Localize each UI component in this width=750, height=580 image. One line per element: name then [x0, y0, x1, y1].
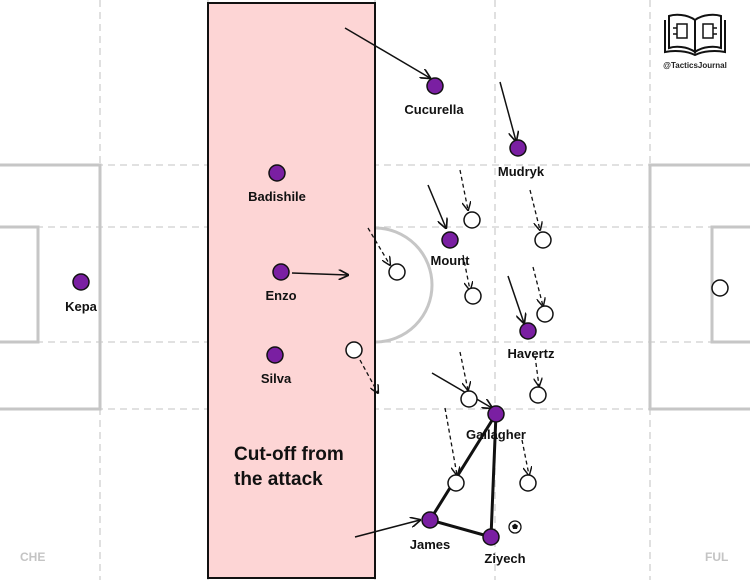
label-james: James: [409, 537, 451, 552]
label-badishile: Badishile: [248, 189, 306, 204]
brand-handle: @TacticsJournal: [663, 61, 727, 70]
team-label-right: FUL: [705, 550, 729, 564]
zone-caption-line-1: Cut-off from: [234, 444, 344, 465]
passing-triangle: [427, 408, 498, 539]
book-goal-icon: [664, 13, 726, 57]
player-badishile: [268, 164, 286, 182]
label-mudryk: Mudryk: [497, 164, 545, 179]
zone-caption: Cut-off from the attack: [234, 442, 344, 492]
label-kepa: Kepa: [65, 299, 97, 314]
player-mudryk: [509, 139, 527, 157]
opponent-marker: [388, 263, 406, 281]
player-silva: [266, 346, 284, 364]
tracking-arrows: [359, 169, 543, 475]
player-havertz: [519, 322, 537, 340]
label-gallagher: Gallagher: [466, 427, 526, 442]
opponent-marker: [464, 287, 482, 305]
player-enzo: [272, 263, 290, 281]
label-cucurella: Cucurella: [404, 102, 464, 117]
player-cucurella: [426, 77, 444, 95]
opponent-marker: [460, 390, 478, 408]
opponent-marker: [536, 305, 554, 323]
team-label-left: CHE: [20, 550, 46, 564]
ball-icon: [508, 520, 522, 534]
opponent-marker: [345, 341, 363, 359]
players: [72, 77, 537, 546]
player-james: [421, 511, 439, 529]
left-six-yard-box: [0, 225, 40, 344]
label-enzo: Enzo: [265, 288, 297, 303]
right-penalty-box: [648, 163, 750, 411]
player-kepa: [72, 273, 90, 291]
label-havertz: Havertz: [507, 346, 555, 361]
brand: @TacticsJournal: [655, 10, 735, 70]
cut-off-zone: [207, 2, 376, 579]
opponent-marker: [463, 211, 481, 229]
opponent-marker: [534, 231, 552, 249]
opponent-goalkeeper: [711, 279, 729, 297]
label-ziyech: Ziyech: [484, 551, 526, 566]
label-silva: Silva: [260, 371, 292, 386]
label-mount: Mount: [430, 253, 470, 268]
opponent-marker: [519, 474, 537, 492]
player-ziyech: [482, 528, 500, 546]
opponents: [345, 211, 729, 492]
player-gallagher: [487, 405, 505, 423]
opponent-marker: [529, 386, 547, 404]
zone-caption-line-2: the attack: [234, 469, 323, 490]
player-mount: [441, 231, 459, 249]
opponent-marker: [447, 474, 465, 492]
left-penalty-box: [0, 163, 102, 411]
